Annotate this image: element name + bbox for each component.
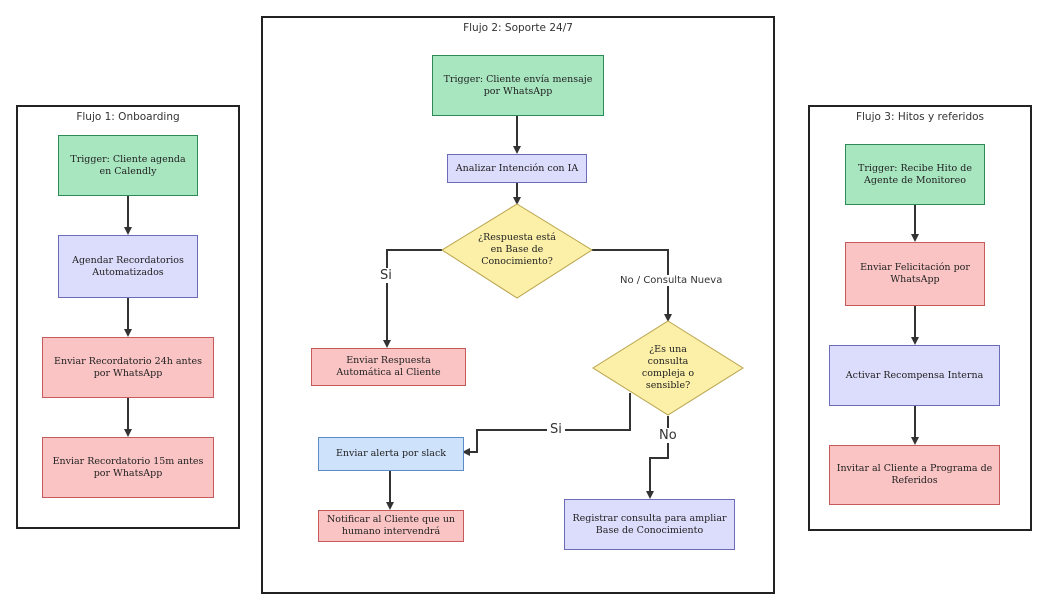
f2-register-query-node: Registrar consulta para ampliar Base de … <box>564 499 735 550</box>
f1-reminder-15m-node: Enviar Recordatorio 15m antes por WhatsA… <box>42 437 214 498</box>
f1-reminder-24h-node: Enviar Recordatorio 24h antes por WhatsA… <box>42 337 214 398</box>
f1-schedule-reminders-node: Agendar Recordatorios Automatizados <box>58 235 198 298</box>
f3-trigger-node: Trigger: Recibe Hito de Agente de Monito… <box>845 144 985 205</box>
f2-trigger-node: Trigger: Cliente envía mensaje por Whats… <box>432 55 604 116</box>
decision-2-label: ¿Es una consulta compleja o sensible? <box>641 344 695 391</box>
flow-3-title: Flujo 3: Hitos y referidos <box>855 111 985 123</box>
decision-diamond-2 <box>592 320 744 416</box>
f2-notify-human-node: Notificar al Cliente que un humano inter… <box>318 510 464 542</box>
f1-trigger-node: Trigger: Cliente agenda en Calendly <box>58 135 198 196</box>
f3-activate-reward-node: Activar Recompensa Interna <box>829 345 1000 406</box>
f2-analyze-intent-node: Analizar Intención con IA <box>447 154 587 183</box>
f2-slack-alert-node: Enviar alerta por slack <box>318 437 464 471</box>
flow-2-frame: Flujo 2: Soporte 24/7 <box>261 16 775 594</box>
decision-diamond-1 <box>441 203 593 299</box>
flow-1-title: Flujo 1: Onboarding <box>76 111 180 123</box>
yes-2-label: Si <box>547 422 565 437</box>
decision-1-label: ¿Respuesta está en Base de Conocimiento? <box>478 232 556 267</box>
f3-congrats-node: Enviar Felicitación por WhatsApp <box>845 242 985 306</box>
f2-auto-reply-node: Enviar Respuesta Automática al Cliente <box>311 348 466 386</box>
no-2-label: No <box>656 428 680 443</box>
edge-f2-yes1 <box>383 249 442 348</box>
flow-2-title: Flujo 2: Soporte 24/7 <box>463 22 573 34</box>
yes-1-label: Si <box>377 268 395 283</box>
edge-f2-no1 <box>592 249 672 322</box>
edge-f2-yes2 <box>462 393 631 456</box>
no-1-label: No / Consulta Nueva <box>617 275 726 286</box>
f3-referral-invite-node: Invitar al Cliente a Programa de Referid… <box>829 445 1000 505</box>
